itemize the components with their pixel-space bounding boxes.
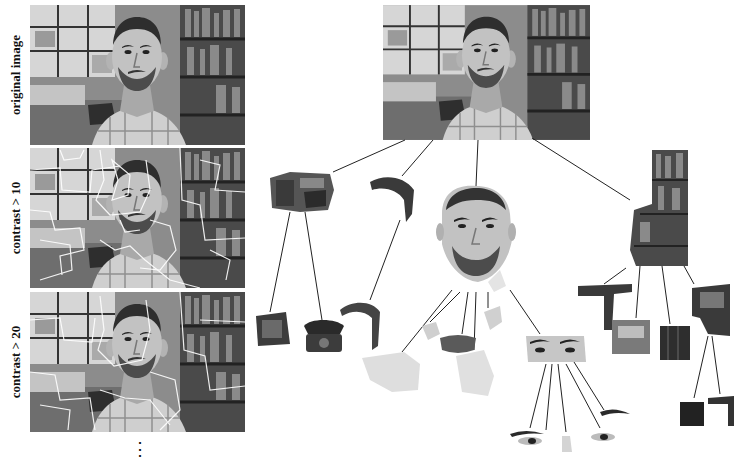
photo-contrast-20 — [30, 292, 245, 432]
segment-shelf-piece-b — [708, 396, 734, 426]
photo-contrast-10 — [30, 148, 245, 288]
segment-monitor — [256, 312, 290, 346]
photo-root — [383, 5, 590, 140]
side-label: contrast > 20 — [9, 326, 22, 398]
segment-brow-left — [510, 431, 544, 437]
segment-hair-part — [340, 303, 380, 350]
segment-desk — [270, 172, 334, 212]
segment-mustache — [440, 335, 476, 353]
side-label: contrast > 10 — [9, 182, 22, 254]
segment-shelf-box — [612, 320, 650, 354]
tree-lines — [270, 138, 720, 432]
segment-hair — [370, 177, 414, 222]
segment-nose — [562, 436, 572, 452]
segment-phone — [304, 320, 344, 352]
continuation-dots: ⋮ — [131, 440, 149, 458]
segment-ear — [484, 306, 502, 330]
segment-eyes — [526, 336, 586, 362]
photo-original — [30, 5, 245, 145]
segment-shelf-piece-a — [680, 402, 704, 426]
segment-cheek — [362, 352, 420, 392]
segment-eye-right — [591, 433, 615, 441]
segment-small — [422, 322, 440, 340]
segment-books — [660, 326, 690, 360]
segment-face — [436, 186, 516, 292]
segment-shelf-right — [692, 284, 730, 336]
segment-eye-left — [518, 437, 542, 445]
segment-brow-right — [600, 409, 630, 416]
side-label: original image — [9, 35, 22, 115]
segment-bookshelf — [630, 150, 688, 266]
segment-neck — [456, 350, 494, 396]
